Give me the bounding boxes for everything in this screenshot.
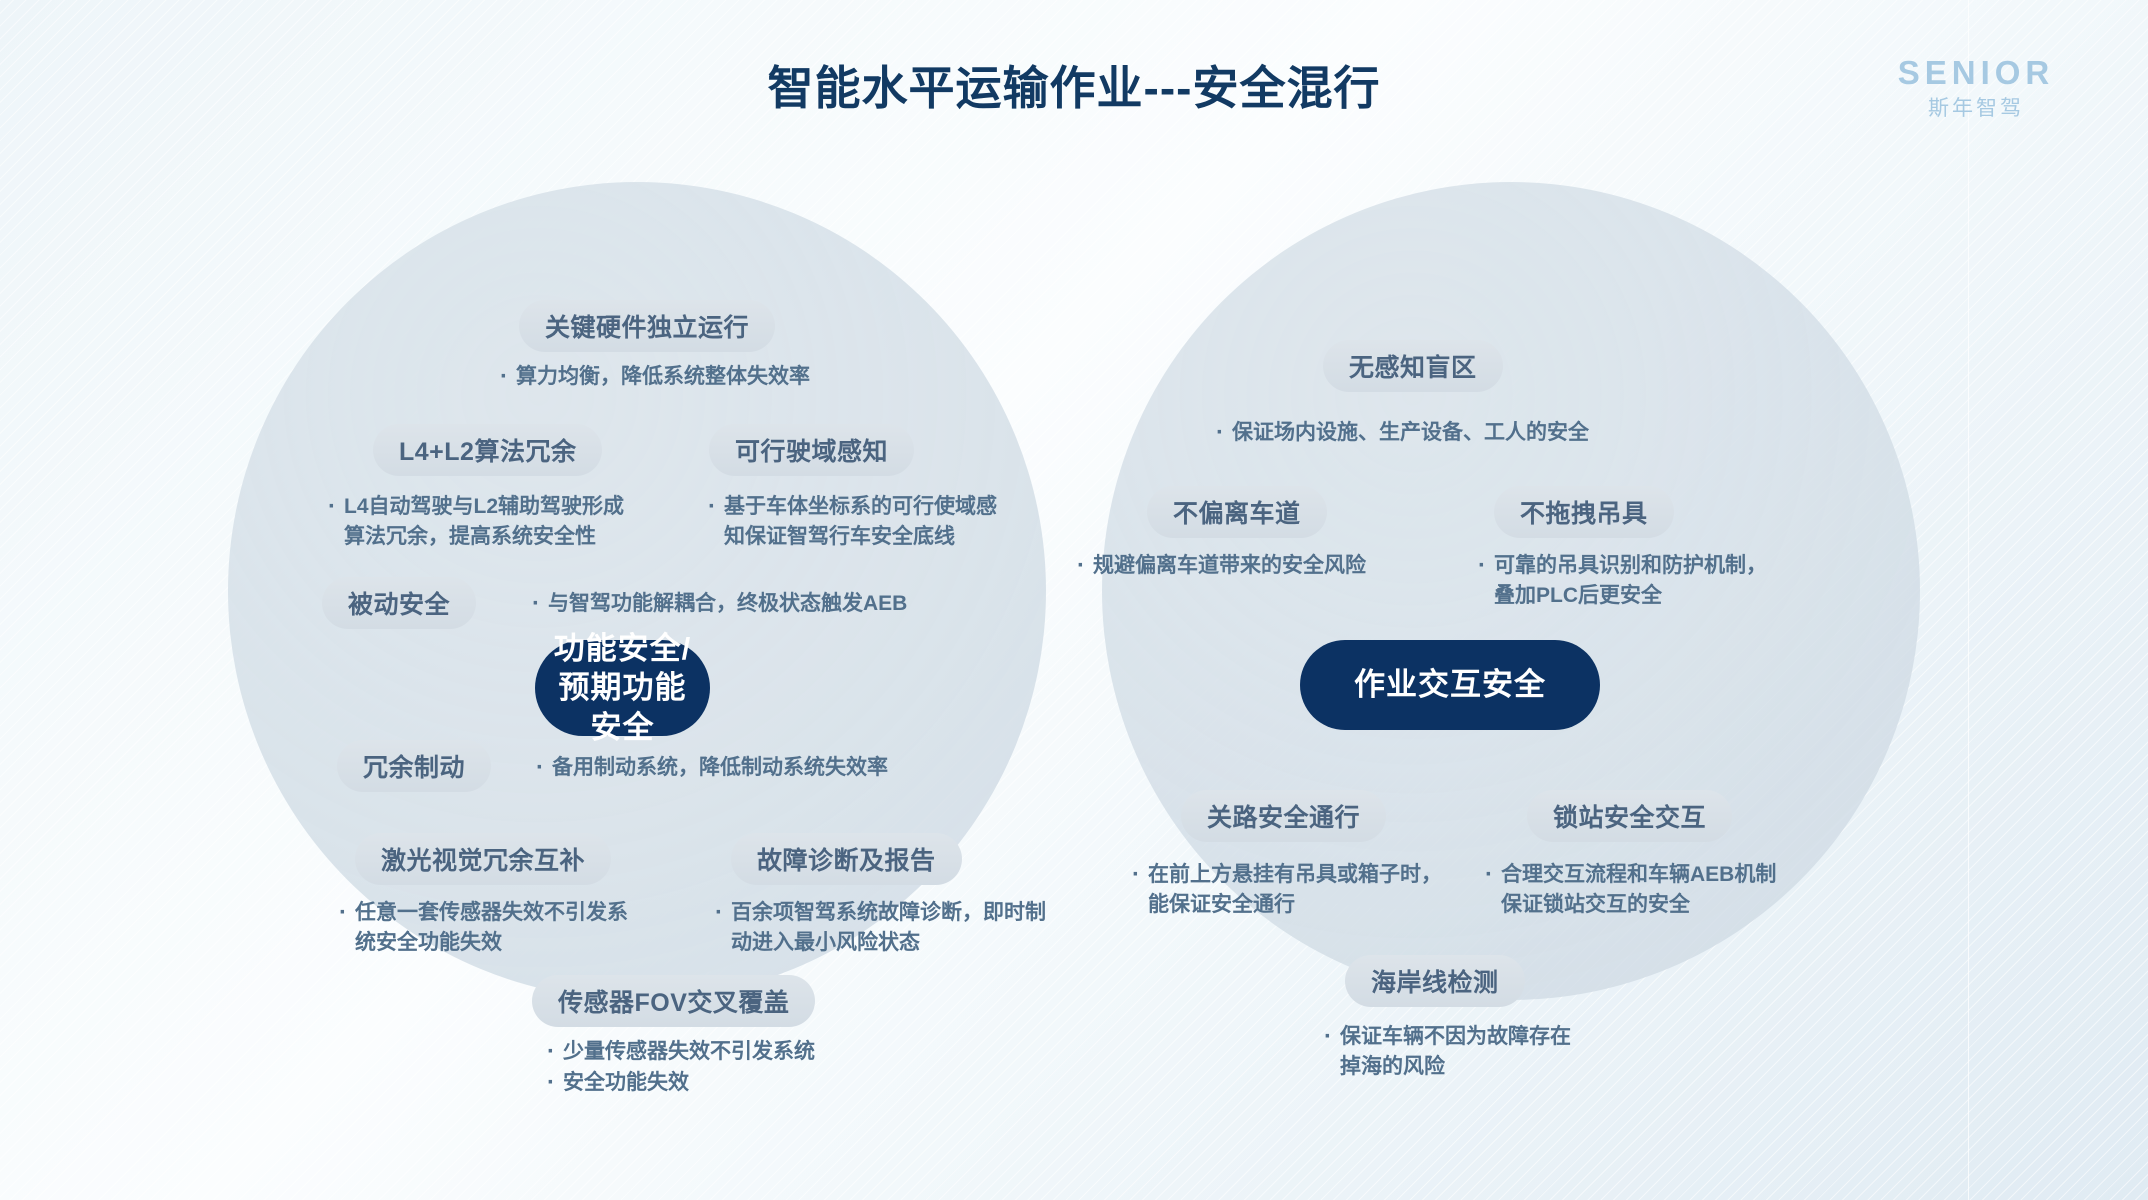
page-title: 智能水平运输作业---安全混行 xyxy=(767,62,1381,114)
pill-passive-safety[interactable]: 被动安全 xyxy=(322,577,477,629)
logo-wordmark-en: SENIOR xyxy=(1897,54,2055,91)
desc-no-perception-blind-spot: 保证场内设施、生产设备、工人的安全 xyxy=(1216,417,1792,449)
core-label-functional-safety: 功能安全/ 预期功能安全 xyxy=(535,631,710,745)
desc-sensor-fov-cross-coverage-line1: 少量传感器失效不引发系统 xyxy=(547,1036,903,1068)
desc-redundant-braking: 备用制动系统，降低制动系统失效率 xyxy=(536,752,972,784)
desc-lidar-vision-redundancy: 任意一套传感器失效不引发系 统安全功能失效 xyxy=(339,897,685,958)
pill-lidar-vision-redundancy[interactable]: 激光视觉冗余互补 xyxy=(355,833,612,885)
pill-no-perception-blind-spot[interactable]: 无感知盲区 xyxy=(1323,340,1503,392)
desc-lock-station-safe-interaction: 合理交互流程和车辆AEB机制 保证锁站交互的安全 xyxy=(1485,859,1851,920)
core-label-operation-interaction-safety: 作业交互安全 xyxy=(1300,640,1600,730)
logo-wordmark-cn: 斯年智驾 xyxy=(1928,97,2024,120)
desc-no-spreader-dragging: 可靠的吊具识别和防护机制， 叠加PLC后更安全 xyxy=(1478,550,1854,611)
desc-passive-safety: 与智驾功能解耦合，终极状态触发AEB xyxy=(532,588,968,620)
desc-fault-diagnosis-report: 百余项智驾系统故障诊断，即时制 动进入最小风险状态 xyxy=(715,897,1071,958)
pill-no-lane-departure[interactable]: 不偏离车道 xyxy=(1147,486,1327,538)
desc-gate-road-safe-passage: 在前上方悬挂有吊具或箱子时， 能保证安全通行 xyxy=(1132,859,1488,920)
pill-no-spreader-dragging[interactable]: 不拖拽吊具 xyxy=(1494,486,1674,538)
desc-key-hardware-independent: 算力均衡，降低系统整体失效率 xyxy=(500,361,946,393)
pill-key-hardware-independent[interactable]: 关键硬件独立运行 xyxy=(519,300,776,352)
pill-sensor-fov-cross-coverage[interactable]: 传感器FOV交叉覆盖 xyxy=(532,975,816,1027)
desc-coastline-detection: 保证车辆不因为故障存在 掉海的风险 xyxy=(1324,1021,1670,1082)
pill-drivable-area-perception[interactable]: 可行驶域感知 xyxy=(709,424,915,476)
desc-no-lane-departure: 规避偏离车道带来的安全风险 xyxy=(1077,550,1493,582)
pill-gate-road-safe-passage[interactable]: 关路安全通行 xyxy=(1181,790,1387,842)
pill-lock-station-safe-interaction[interactable]: 锁站安全交互 xyxy=(1527,790,1733,842)
pill-fault-diagnosis-report[interactable]: 故障诊断及报告 xyxy=(731,833,962,885)
brand-logo: SENIOR 斯年智驾 xyxy=(1866,56,2086,119)
desc-drivable-area-perception: 基于车体坐标系的可行使域感 知保证智驾行车安全底线 xyxy=(708,491,1049,552)
pill-coastline-detection[interactable]: 海岸线检测 xyxy=(1345,955,1525,1007)
desc-sensor-fov-cross-coverage-line2: 安全功能失效 xyxy=(547,1067,903,1099)
pill-redundant-braking[interactable]: 冗余制动 xyxy=(337,740,492,792)
desc-l4-l2-algorithm-redundancy: L4自动驾驶与L2辅助驾驶形成 算法冗余，提高系统安全性 xyxy=(328,491,674,552)
pill-l4-l2-algorithm-redundancy[interactable]: L4+L2算法冗余 xyxy=(373,424,603,476)
